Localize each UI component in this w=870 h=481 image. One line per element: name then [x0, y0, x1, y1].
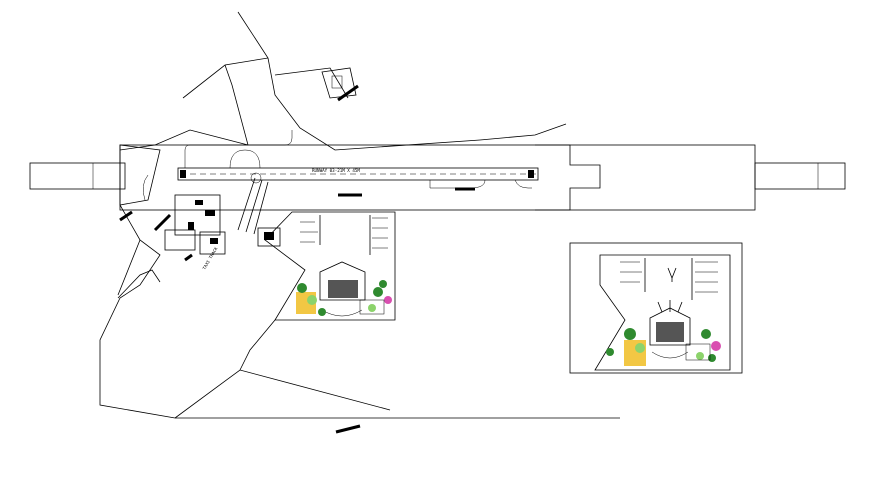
taxiway: TAXI TRACK — [184, 130, 532, 271]
terminal-buildings — [117, 144, 281, 299]
runway-strip-east — [754, 162, 846, 190]
scale-bar — [335, 424, 361, 434]
plaza-plan — [264, 211, 396, 321]
control-structure — [321, 67, 359, 102]
runway-label: RUNWAY 03-21M X 45M — [312, 168, 360, 173]
taxi-label: TAXI TRACK — [202, 246, 219, 271]
runway: RUNWAY 03-21M X 45M — [119, 144, 756, 211]
runway-strip-west — [29, 162, 126, 190]
site-boundary — [99, 11, 620, 419]
detail-inset — [569, 242, 743, 374]
